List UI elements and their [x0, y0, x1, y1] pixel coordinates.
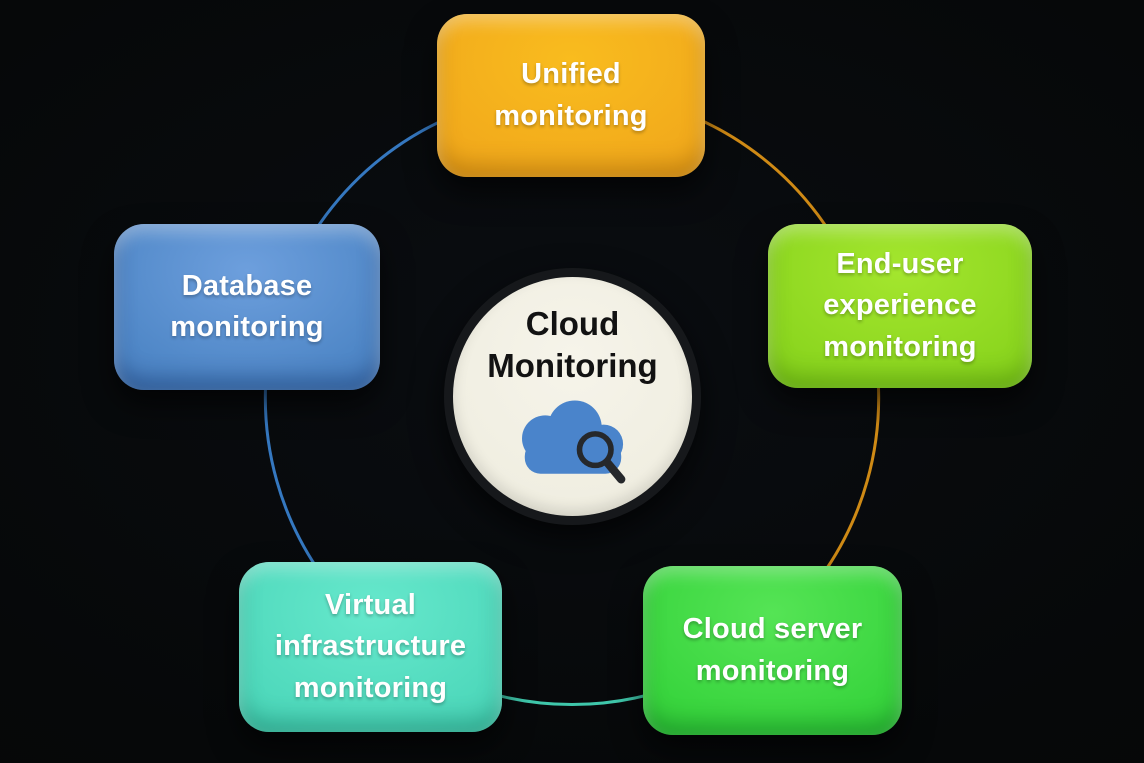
center-title-line2: Monitoring [487, 346, 658, 384]
center-hub: Cloud Monitoring [444, 268, 701, 525]
node-label: Cloud server monitoring [682, 613, 863, 687]
node-label: Unified monitoring [494, 58, 648, 132]
center-title: Cloud Monitoring [487, 303, 657, 386]
cloud-icon [521, 400, 623, 474]
node-end-user-experience-monitoring: End-user experience monitoring [768, 224, 1032, 388]
center-title-line1: Cloud [525, 305, 620, 343]
node-database-monitoring: Database monitoring [114, 224, 380, 390]
node-cloud-server-monitoring: Cloud server monitoring [643, 566, 902, 735]
node-label: Database monitoring [170, 269, 324, 343]
node-unified-monitoring: Unified monitoring [437, 14, 705, 177]
cloud-with-magnifier-icon [521, 400, 625, 484]
magnifier-icon [576, 430, 625, 484]
node-label: End-user experience monitoring [823, 248, 977, 363]
node-label: Virtual infrastructure monitoring [274, 589, 467, 704]
node-virtual-infrastructure-monitoring: Virtual infrastructure monitoring [239, 562, 502, 732]
